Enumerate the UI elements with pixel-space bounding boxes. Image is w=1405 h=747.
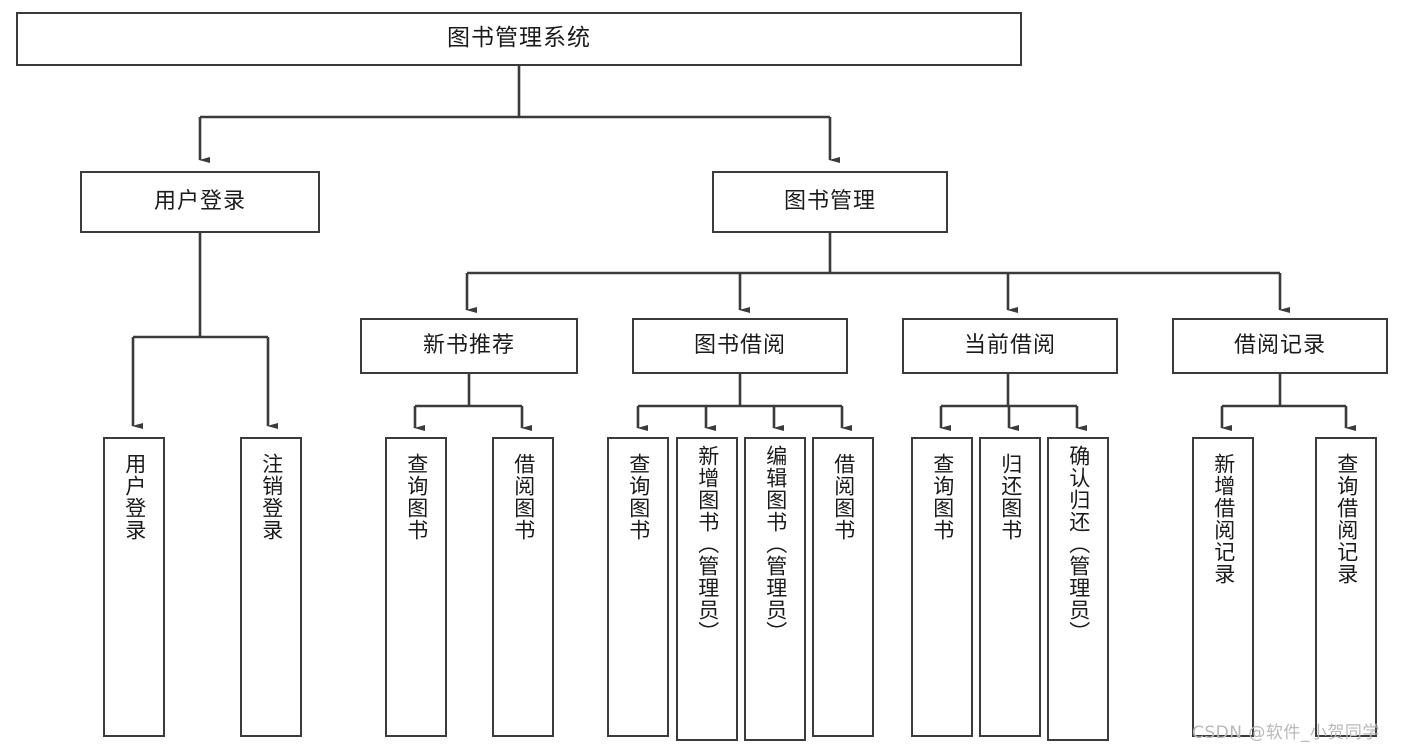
- leaf-query-record-label: 查询借阅记录: [1334, 453, 1359, 585]
- node-user-login[interactable]: 用户登录: [80, 171, 320, 233]
- leaf-query-book-2-label: 查询图书: [626, 453, 651, 541]
- leaf-query-book-3-label: 查询图书: [930, 453, 955, 541]
- leaf-borrow-book-1[interactable]: 借阅图书: [492, 437, 554, 737]
- leaf-logout-login-label: 注销登录: [259, 453, 284, 541]
- leaf-query-book-1[interactable]: 查询图书: [385, 437, 447, 737]
- leaf-return-book[interactable]: 归还图书: [979, 437, 1041, 737]
- leaf-user-login[interactable]: 用户登录: [103, 437, 165, 737]
- leaf-add-record[interactable]: 新增借阅记录: [1192, 437, 1254, 737]
- node-borrow-record[interactable]: 借阅记录: [1172, 318, 1388, 374]
- node-root-book-management-system[interactable]: 图书管理系统: [16, 12, 1022, 66]
- node-book-borrow[interactable]: 图书借阅: [632, 318, 848, 374]
- leaf-borrow-book-2[interactable]: 借阅图书: [812, 437, 874, 737]
- leaf-borrow-book-1-label: 借阅图书: [511, 453, 536, 541]
- leaf-edit-book-label: 编辑图书（管理员）: [763, 445, 788, 643]
- watermark-csdn: CSDN @软件_小贺同学: [1192, 723, 1380, 743]
- leaf-query-book-3[interactable]: 查询图书: [911, 437, 973, 737]
- leaf-logout-login[interactable]: 注销登录: [240, 437, 302, 737]
- leaf-query-book-2[interactable]: 查询图书: [607, 437, 669, 737]
- node-user-login-label: 用户登录: [153, 188, 246, 214]
- node-root-label: 图书管理系统: [447, 25, 591, 52]
- leaf-edit-book[interactable]: 编辑图书（管理员）: [744, 437, 806, 741]
- leaf-confirm-return-label: 确认归还（管理员）: [1066, 445, 1091, 643]
- leaf-add-record-label: 新增借阅记录: [1211, 453, 1236, 585]
- node-new-book-recommend[interactable]: 新书推荐: [360, 318, 578, 374]
- node-borrow-record-label: 借阅记录: [1233, 332, 1326, 358]
- node-book-manage-label: 图书管理: [783, 188, 876, 214]
- leaf-borrow-book-2-label: 借阅图书: [831, 453, 856, 541]
- leaf-add-book[interactable]: 新增图书（管理员）: [676, 437, 738, 741]
- node-book-manage[interactable]: 图书管理: [712, 171, 948, 233]
- leaf-user-login-label: 用户登录: [122, 453, 147, 541]
- leaf-confirm-return[interactable]: 确认归还（管理员）: [1047, 437, 1109, 741]
- node-book-borrow-label: 图书借阅: [693, 332, 786, 358]
- leaf-query-book-1-label: 查询图书: [404, 453, 429, 541]
- node-new-book-recommend-label: 新书推荐: [422, 332, 515, 358]
- node-current-borrow-label: 当前借阅: [963, 332, 1056, 358]
- leaf-return-book-label: 归还图书: [998, 453, 1023, 541]
- node-current-borrow[interactable]: 当前借阅: [902, 318, 1118, 374]
- leaf-add-book-label: 新增图书（管理员）: [695, 445, 720, 643]
- leaf-query-record[interactable]: 查询借阅记录: [1315, 437, 1377, 737]
